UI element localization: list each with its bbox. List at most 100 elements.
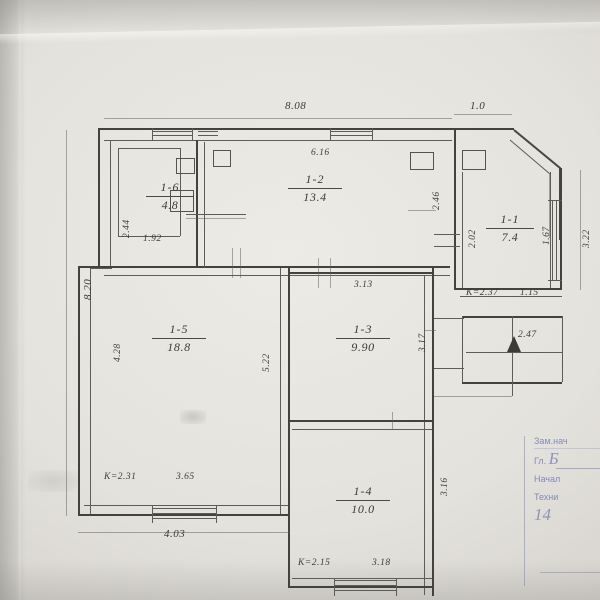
wall-interior-vertical-left-of-room13	[288, 266, 290, 516]
window-bottom-left-edge-r	[216, 505, 217, 523]
room-label-divider	[336, 500, 390, 501]
partition-right-b	[434, 246, 460, 247]
wall-annex-right-inner	[550, 172, 551, 288]
dim-top-main: 8.08	[285, 100, 307, 112]
wall-interior-horizontal-upper-2	[104, 275, 450, 276]
doorway-room15-room16	[232, 248, 233, 278]
window-annex-bar1	[552, 200, 553, 280]
porch-mid	[466, 352, 562, 353]
wall-exterior-top-outer	[98, 128, 454, 130]
dim-mid-vertical-522: 5.22	[262, 353, 272, 372]
window-bottom-left-line1	[152, 508, 216, 509]
wall-exterior-top-inner	[104, 140, 452, 141]
wall-interior-vertical-right-of-room13-2	[424, 275, 425, 595]
room-number-1-6: 1-6	[160, 180, 180, 194]
window-top-1-edge-l	[152, 128, 153, 140]
doorway-room13-room14	[392, 412, 393, 430]
partition-stroke-room16-a	[186, 214, 246, 215]
closet-right	[180, 148, 181, 236]
dim-top-inner: 6.16	[311, 148, 330, 158]
dim-bottom-left-365: 3.65	[176, 472, 195, 482]
wall-room13-top	[288, 272, 434, 274]
partition-right-c	[408, 210, 436, 211]
window-top-1-line1	[152, 131, 192, 132]
wall-room14-left	[288, 420, 290, 588]
dim-right-247: 2.47	[518, 330, 537, 340]
wall-annex-left-inner	[462, 172, 463, 288]
room-label-1-4: 1-4 10.0	[336, 484, 390, 517]
stamp-underline-1	[556, 468, 600, 469]
window-top-3-line2	[330, 135, 372, 136]
window-top-3-line1	[330, 131, 372, 132]
entrance-arrow-icon	[507, 336, 521, 352]
dim-right-167: 1.67	[542, 226, 552, 245]
wall-exterior-left-inner	[110, 140, 111, 268]
partition-right-a	[434, 234, 460, 235]
window-bottom-left-line3	[152, 518, 216, 519]
wall-interior-vertical-right-of-room13	[432, 266, 434, 596]
closet-left	[118, 148, 119, 236]
window-annex-bar2	[556, 200, 557, 280]
window-bottom-center-edge-r	[396, 578, 397, 596]
dim-bottom-left-403: 4.03	[164, 528, 186, 540]
connector-annex-porch-a	[434, 318, 464, 319]
wall-exterior-bottom-left-inner	[84, 505, 288, 506]
stamp-signature-2: 14	[534, 505, 551, 524]
fixture-sink-room16	[176, 158, 195, 174]
stamp-signature-1: Б	[548, 449, 559, 468]
fixture-stove-room16	[170, 190, 194, 212]
room-label-1-2: 1-2 13.4	[288, 172, 342, 205]
coefficient-center: K=2.15	[298, 558, 331, 568]
window-bottom-center-line3	[334, 590, 396, 591]
room-area-1-6: 4.8	[161, 198, 179, 212]
stamp-underline-3	[534, 448, 600, 449]
room-number-1-2: 1-2	[305, 172, 325, 186]
wall-annex-bottom-inner	[460, 296, 562, 297]
dim-right-317: 3.17	[418, 333, 428, 352]
room-number-1-3: 1-3	[353, 322, 373, 336]
dim-inner-192: 1.92	[143, 234, 162, 244]
window-bottom-left-line2	[152, 513, 216, 514]
room-area-1-3: 9.90	[351, 340, 375, 354]
window-bottom-center-line1	[334, 580, 396, 581]
wall-between-room16-room12-2	[204, 142, 205, 268]
fixture-small-room12	[213, 150, 231, 167]
window-top-1-edge-r	[192, 128, 193, 140]
dim-right-202: 2.02	[468, 229, 478, 248]
dim-right-115: 1.15	[520, 288, 539, 298]
room-number-1-1: 1-1	[500, 212, 520, 226]
wall-step-left-inner	[90, 268, 112, 269]
doorway-room15-room16-b	[240, 248, 241, 278]
room-label-1-5: 1-5 18.8	[152, 322, 206, 355]
wall-between-room13-room14	[288, 420, 434, 422]
room-label-divider	[336, 338, 390, 339]
official-stamp: Зам.нач Гл. Б Начал Техни 14	[534, 432, 568, 526]
room-label-divider	[288, 188, 342, 189]
stamp-underline-2	[540, 572, 600, 573]
window-top-3-edge-r	[372, 128, 373, 140]
dimline-top-right	[454, 114, 512, 115]
stamp-line-2: Гл. Б	[534, 450, 568, 470]
wall-room14-bottom	[288, 586, 434, 588]
porch-center-axis	[512, 316, 513, 396]
room-number-1-4: 1-4	[353, 484, 373, 498]
wall-room14-bottom-2	[292, 578, 432, 579]
doorway-room13-annex	[424, 330, 436, 331]
window-bottom-center-line2	[334, 585, 396, 586]
wall-step-left	[78, 266, 110, 268]
window-top-2-line2	[198, 135, 218, 136]
fixture-window-detail-right	[410, 152, 434, 170]
window-top-3-edge-l	[330, 128, 331, 140]
dim-right-316: 3.16	[440, 477, 450, 496]
wall-interior-horizontal-upper	[98, 266, 450, 268]
window-bottom-left-edge-l	[152, 505, 153, 523]
closet-bottom	[118, 236, 180, 237]
coefficient-left: K=2.31	[104, 472, 137, 482]
wall-exterior-bottom-left	[78, 514, 290, 516]
stamp-line-1: Зам.нач	[534, 436, 568, 446]
dim-left-room16: 2.44	[122, 219, 132, 238]
wall-annex-right	[560, 168, 562, 290]
wall-exterior-left-lower-outer	[78, 266, 80, 516]
dim-left-overall: 8.20	[82, 278, 94, 300]
